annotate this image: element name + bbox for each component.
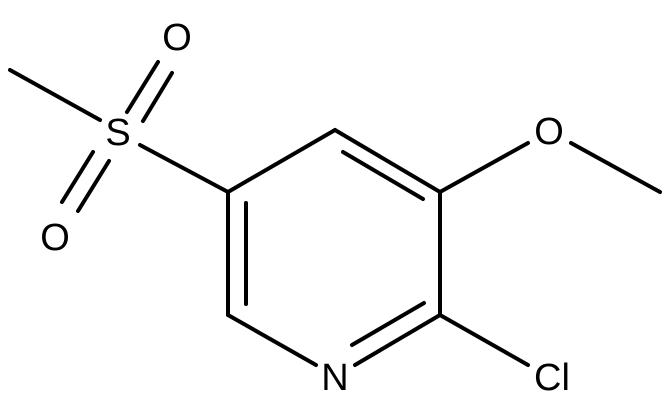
bond-c2-n	[353, 313, 442, 367]
bond-c5-c4	[226, 128, 337, 194]
atom-oxygen-sulfonyl-top: O	[162, 17, 192, 59]
bond-c5-s	[138, 143, 230, 194]
atom-oxygen-methoxy: O	[534, 111, 564, 153]
atom-sulfur: S	[105, 112, 130, 154]
bond-c2-n-inner	[350, 301, 426, 347]
atom-chlorine: Cl	[534, 357, 570, 399]
bond-o-methyl	[569, 141, 662, 194]
bond-s-o-bottom-b	[76, 159, 111, 213]
bond-s-o-top-b	[141, 71, 174, 123]
bond-s-o-bottom-a	[60, 150, 95, 204]
bond-n-c6	[226, 313, 318, 367]
atom-oxygen-sulfonyl-bottom: O	[40, 217, 70, 259]
bond-s-methyl	[8, 68, 102, 122]
bond-c4-c3	[333, 128, 442, 194]
bond-c4-c3-inner	[341, 150, 425, 201]
bond-c2-cl	[438, 313, 530, 367]
atom-nitrogen: N	[321, 357, 348, 399]
bond-c3-o	[438, 141, 530, 194]
bond-s-o-top-a	[125, 60, 160, 114]
